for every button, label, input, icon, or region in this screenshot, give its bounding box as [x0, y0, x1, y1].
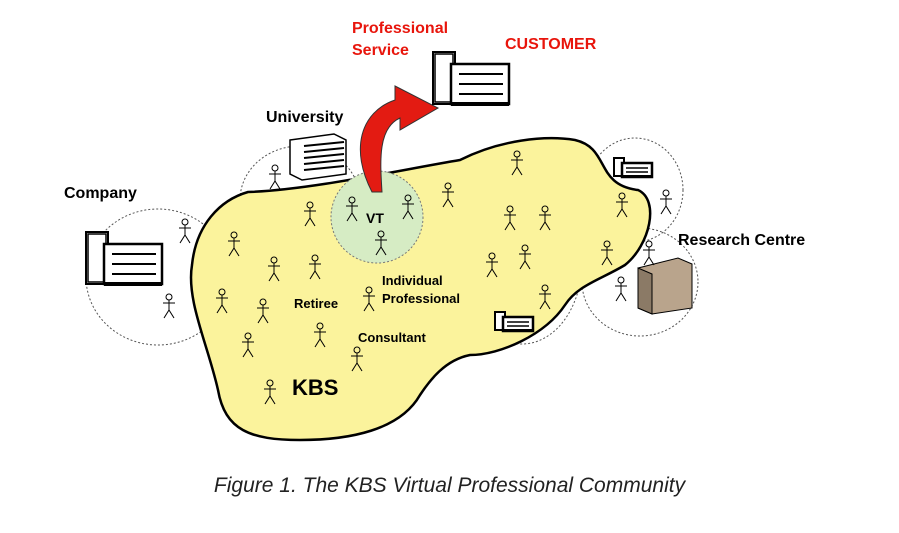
person-icon — [268, 164, 282, 190]
individual-professional-label: Individual Professional — [382, 273, 460, 306]
research-circle-bottom — [581, 227, 699, 337]
company-label: Company — [64, 185, 137, 202]
person-icon — [178, 218, 192, 244]
person-icon — [659, 189, 673, 215]
university-label: University — [266, 109, 343, 126]
university-building-icon — [289, 133, 347, 181]
vt-label: VT — [366, 210, 384, 226]
research-building-icon — [637, 257, 693, 315]
kbs-region — [189, 136, 652, 442]
research-centre-label: Research Centre — [678, 232, 805, 249]
person-icon — [642, 240, 656, 266]
person-icon — [614, 276, 628, 302]
retiree-label: Retiree — [294, 296, 338, 311]
company-building-icon — [84, 230, 164, 288]
small-building-icon — [612, 156, 654, 180]
consultant-label: Consultant — [358, 330, 427, 345]
customer-label: CUSTOMER — [505, 36, 597, 53]
professional-service-label: Professional Service — [352, 20, 452, 59]
customer-building-icon — [431, 50, 511, 108]
figure-caption: Figure 1. The KBS Virtual Professional C… — [213, 474, 686, 497]
person-icon — [162, 293, 176, 319]
curved-arrow-icon — [359, 85, 440, 193]
kbs-label: KBS — [292, 375, 338, 400]
